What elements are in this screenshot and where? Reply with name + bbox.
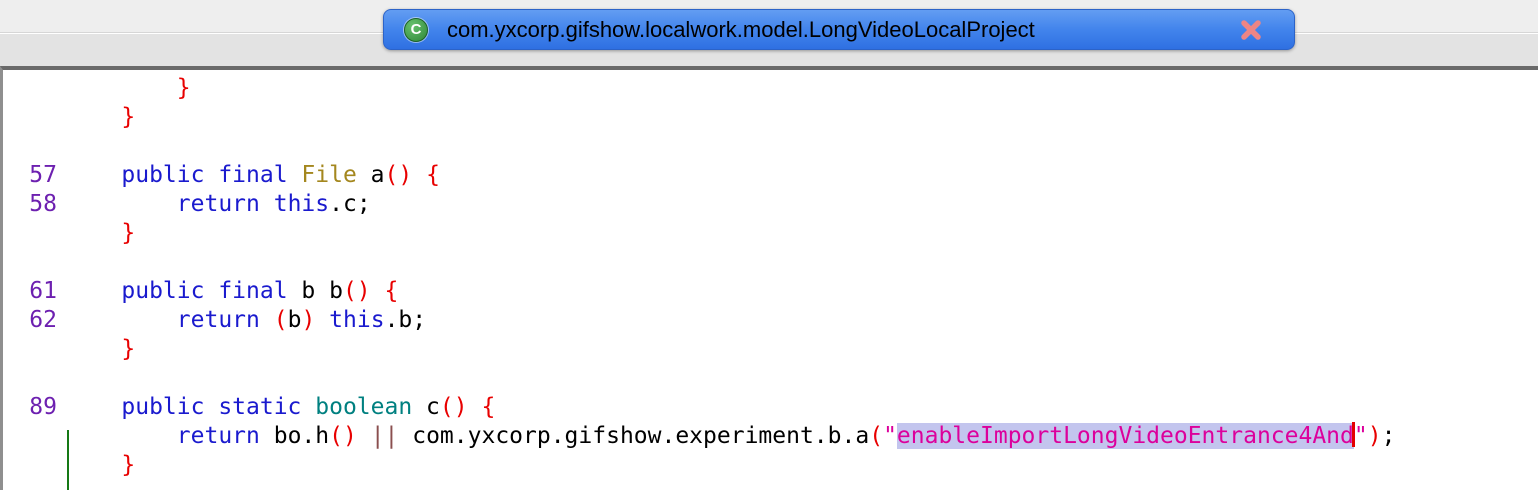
code-text: public static boolean c() { [121,394,496,420]
line-number [3,132,66,161]
class-icon: C [404,17,428,42]
code-line: 62 return (b) this.b; [3,306,1538,335]
code-line: } [3,335,1538,364]
code-text: public final File a() { [121,162,440,188]
line-number: 62 [29,307,57,333]
line-number [3,364,66,393]
code-line: } [3,103,1538,132]
code-line: } [3,219,1538,248]
code-line: 61 public final b b() { [3,277,1538,306]
code-line: } [3,451,1538,480]
line-number: 61 [29,278,57,304]
class-icon-letter: C [410,21,422,38]
code-text: return (b) this.b; [176,307,427,333]
line-number [3,219,66,248]
line-number [3,103,66,132]
code-text: } [121,452,136,478]
code-text: } [176,75,191,101]
line-number [3,248,66,277]
line-number [3,335,66,364]
code-text: public final b b() { [121,278,399,304]
code-editor[interactable]: } }57 public final File a() {58 return t… [0,66,1538,490]
code-line: 89 public static boolean c() { [3,393,1538,422]
line-number: 58 [29,191,57,217]
selected-text: enableImportLongVideoEntrance4And [896,423,1354,449]
code-text: } [121,220,136,246]
code-text: } [121,336,136,362]
code-line: return bo.h() || com.yxcorp.gifshow.expe… [3,422,1538,451]
text-caret [1351,422,1355,447]
line-number: 57 [29,162,57,188]
code-text: } [121,104,136,130]
tab-title: com.yxcorp.gifshow.localwork.model.LongV… [447,16,1035,42]
line-number [3,422,66,451]
code-line: } [3,74,1538,103]
code-line [3,132,1538,161]
code-line: 58 return this.c; [3,190,1538,219]
code-rows: } }57 public final File a() {58 return t… [3,74,1538,480]
line-number [3,74,66,103]
method-scope-marker [67,430,69,490]
line-number: 89 [29,394,57,420]
code-text: return this.c; [176,191,371,217]
line-number [3,451,66,480]
close-icon [1241,19,1261,40]
code-line [3,248,1538,277]
tab-long-video-local-project[interactable]: C com.yxcorp.gifshow.localwork.model.Lon… [383,9,1295,50]
code-text: return bo.h() || com.yxcorp.gifshow.expe… [176,422,1396,449]
code-line [3,364,1538,393]
code-line: 57 public final File a() { [3,161,1538,190]
close-tab-button[interactable] [1238,17,1264,43]
